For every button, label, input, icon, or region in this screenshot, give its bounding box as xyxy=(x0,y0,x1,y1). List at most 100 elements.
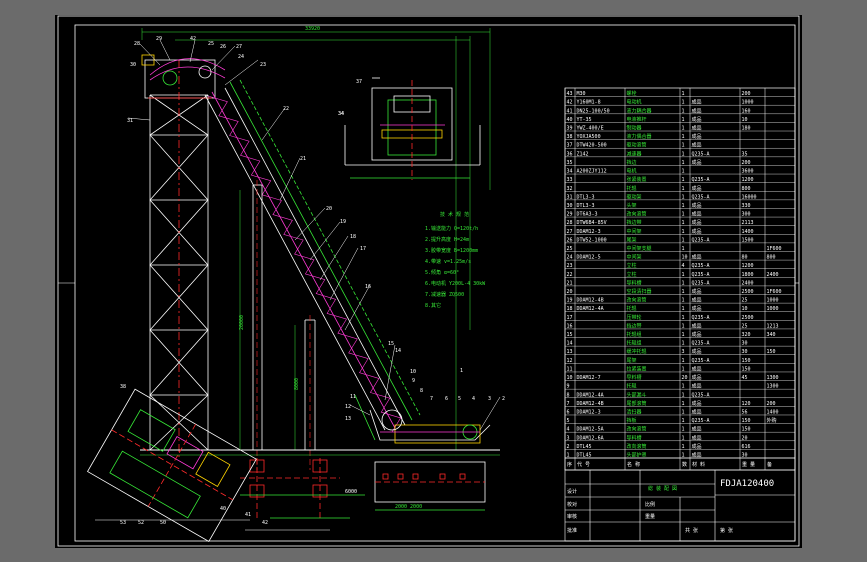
bom-cell: 150 xyxy=(742,358,751,364)
bom-cell: 挡边带 xyxy=(627,322,642,329)
bom-cell: DDAM12-7 xyxy=(577,375,601,381)
bom-cell: 1 xyxy=(682,306,685,312)
bom-header-cell: 材 料 xyxy=(692,461,705,468)
bom-cell: 10 xyxy=(682,255,688,261)
bom-cell: 616 xyxy=(742,444,751,450)
bom-cell: 头部护罩 xyxy=(627,452,647,459)
bom-cell: 1 xyxy=(682,409,685,415)
bom-cell: 1 xyxy=(682,212,685,218)
bom-cell: 液力耦合器 xyxy=(627,107,652,114)
bom-cell: 150 xyxy=(742,418,751,424)
bom-cell: 成品 xyxy=(692,219,702,226)
bom-cell: 10 xyxy=(742,306,748,312)
bom-cell: 36 xyxy=(567,151,573,157)
bom-cell: DTW52-1000 xyxy=(577,237,607,243)
bom-cell: 2400 xyxy=(767,272,779,278)
bom-cell: 1 xyxy=(682,384,685,390)
bom-cell: 1300 xyxy=(767,375,779,381)
balloon-26: 26 xyxy=(220,44,226,50)
inclined-conveyor-truss xyxy=(204,79,421,431)
balloon-41: 41 xyxy=(245,512,251,518)
bom-cell: 6 xyxy=(567,409,570,415)
drawing-sheet xyxy=(55,15,802,548)
bom-cell: 立柱 xyxy=(627,271,637,278)
bom-cell: 螺栓 xyxy=(627,90,637,97)
note-line: 7.减速器 ZQ500 xyxy=(425,291,464,298)
bom-cell: 成品 xyxy=(692,159,702,166)
bom-cell: 成品 xyxy=(692,254,702,261)
drawing-title: 総 装 配 図 xyxy=(648,485,677,492)
bom-cell: DTW420-500 xyxy=(577,143,607,149)
bom-cell: DDAM12-5 xyxy=(577,255,601,261)
title-block-label: 批准 xyxy=(567,527,577,534)
bom-cell: 1 xyxy=(682,91,685,97)
balloon-42: 42 xyxy=(190,36,196,42)
bom-cell: 1 xyxy=(682,272,685,278)
bom-cell: 1 xyxy=(682,280,685,286)
bom-cell: 15 xyxy=(567,332,573,338)
bom-cell: 成品 xyxy=(692,142,702,149)
bom-cell: 1 xyxy=(682,323,685,329)
bom-cell: 27 xyxy=(567,229,573,235)
bom-cell: 成品 xyxy=(692,228,702,235)
bom-cell: 1000 xyxy=(742,100,754,106)
balloon-34: 34 xyxy=(338,111,344,117)
bom-cell: 减速器 xyxy=(627,150,642,157)
balloon-38: 38 xyxy=(120,384,126,390)
bom-cell: YT-35 xyxy=(577,117,592,123)
bom-cell: 挡边带 xyxy=(627,219,642,226)
bom-cell: 1 xyxy=(682,427,685,433)
bom-cell: 外购 xyxy=(767,417,777,424)
bom-cell: 改向滚筒 xyxy=(627,297,647,304)
bom-cell: 1500 xyxy=(742,237,754,243)
balloon-3: 3 xyxy=(488,396,491,402)
bom-cell: 1 xyxy=(682,134,685,140)
bom-cell: 1 xyxy=(682,392,685,398)
bom-header-cell: 名 称 xyxy=(627,461,640,468)
bom-cell: 1 xyxy=(682,237,685,243)
truss-webbing xyxy=(207,95,402,433)
bom-cell: 1 xyxy=(682,117,685,123)
bom-cell: 1 xyxy=(682,169,685,175)
svg-text:34: 34 xyxy=(338,111,344,117)
bom-cell: 1 xyxy=(682,126,685,132)
bom-cell: 23 xyxy=(567,263,573,269)
bom-cell: 1200 xyxy=(742,263,754,269)
svg-text:20000: 20000 xyxy=(239,315,245,330)
bom-header-cell: 代 号 xyxy=(577,461,590,468)
balloon-13: 13 xyxy=(345,416,351,422)
balloon-20: 20 xyxy=(326,206,332,212)
bom-cell: 1 xyxy=(682,298,685,304)
bom-cell: 托辊 xyxy=(627,185,637,192)
main-elevation-view: 33920 xyxy=(87,26,505,543)
bom-cell: 300 xyxy=(742,212,751,218)
bom-cell: 1 xyxy=(682,315,685,321)
bom-cell: 托辊组 xyxy=(627,340,642,347)
bom-cell: 成品 xyxy=(692,202,702,209)
bom-cell: 12 xyxy=(567,358,573,364)
bom-cell: A200ZJY112 xyxy=(577,169,607,175)
bom-cell: Q235-A xyxy=(692,341,710,347)
bom-cell: Q235-A xyxy=(692,177,710,183)
bom-header-cell: 备 xyxy=(767,461,772,468)
bom-cell: 尾架 xyxy=(627,358,637,364)
note-line: 1.输送能力 Q=120t/h xyxy=(425,225,478,232)
bom-cell: 成品 xyxy=(692,133,702,140)
bom-cell: 成品 xyxy=(692,99,702,106)
bom-cell: 1000 xyxy=(767,306,779,312)
balloon-14: 14 xyxy=(395,348,401,354)
bom-cell: 电动机 xyxy=(627,99,642,106)
drawing-number: FDJA120400 xyxy=(720,479,774,489)
balloon-21: 21 xyxy=(300,156,306,162)
bom-cell: 1 xyxy=(682,194,685,200)
bom-cell: 成品 xyxy=(692,305,702,312)
balloon-53: 53 xyxy=(120,520,126,526)
title-block-label: 重量 xyxy=(645,513,655,520)
title-block-label: 设计 xyxy=(567,488,577,495)
bom-cell: 中间架 xyxy=(627,254,642,261)
bom-cell: 39 xyxy=(567,126,573,132)
